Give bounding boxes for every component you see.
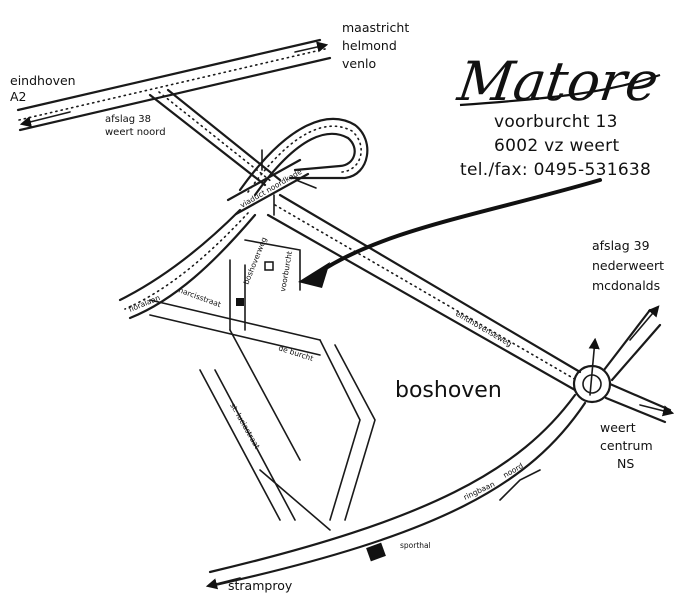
street-st-luciastraat: st. luciastraat bbox=[228, 402, 261, 451]
location-pointer-arrow bbox=[298, 178, 602, 288]
label-mcdonalds: mcdonalds bbox=[592, 278, 660, 293]
label-stramproy: stramproy bbox=[228, 578, 293, 593]
ringbaan-noord bbox=[205, 393, 587, 590]
roundabout-icon bbox=[572, 305, 675, 424]
sporthal-building bbox=[366, 542, 386, 562]
logo: Matore bbox=[453, 50, 662, 113]
afslag-38-road bbox=[148, 88, 282, 187]
label-sporthal: sporthal bbox=[400, 541, 431, 550]
loop-ramp bbox=[238, 117, 369, 197]
label-eindhoven: eindhoven bbox=[10, 73, 76, 88]
label-afslag39: afslag 39 bbox=[592, 238, 650, 253]
label-a2: A2 bbox=[10, 89, 27, 104]
label-weert-noord: weert noord bbox=[105, 127, 166, 138]
local-streets bbox=[149, 239, 541, 531]
arrow-icon bbox=[294, 41, 329, 53]
address-line-2: 6002 vz weert bbox=[494, 136, 620, 156]
label-centrum: centrum bbox=[600, 438, 653, 453]
street-de-burcht: de burcht bbox=[277, 343, 314, 363]
phone-line: tel./fax: 0495-531638 bbox=[460, 160, 652, 180]
floralaan-road bbox=[118, 208, 257, 320]
label-venlo: venlo bbox=[342, 56, 376, 71]
label-ns: NS bbox=[617, 456, 634, 471]
eindhovenseweg bbox=[266, 193, 582, 392]
street-narcisstraat: narcisstraat bbox=[177, 285, 222, 309]
address-line-1: voorburcht 13 bbox=[494, 112, 618, 132]
label-weert: weert bbox=[600, 420, 636, 435]
label-helmond: helmond bbox=[342, 38, 397, 53]
label-nederweert: nederweert bbox=[592, 258, 664, 273]
street-boshoverweg: boshoverweg bbox=[242, 236, 269, 286]
label-maastricht: maastricht bbox=[342, 20, 409, 35]
viaduct bbox=[226, 149, 317, 216]
street-voorburcht: voorburcht bbox=[278, 250, 294, 292]
arrow-icon bbox=[19, 111, 71, 128]
label-afslag38: afslag 38 bbox=[105, 114, 151, 125]
a2-motorway bbox=[16, 38, 332, 132]
building-icon bbox=[236, 261, 386, 562]
district-label: boshoven bbox=[395, 378, 502, 403]
